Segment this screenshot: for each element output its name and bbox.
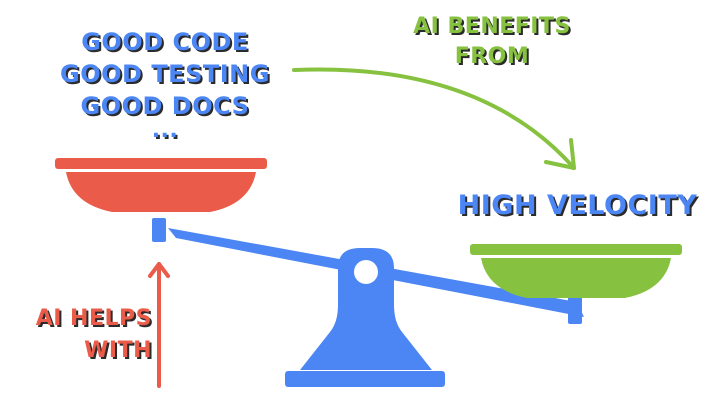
good-docs-text: GOOD DOCS <box>80 92 250 120</box>
ellipsis-text: ... <box>151 118 179 143</box>
right-pan-bowl <box>481 258 671 298</box>
scale-pivot <box>354 260 378 284</box>
left-pan-bowl <box>66 172 256 212</box>
good-code-text: GOOD CODE <box>81 28 249 56</box>
scale-pedestal <box>300 248 432 370</box>
curved-arrow-icon <box>292 67 576 170</box>
right-pan-rim <box>470 244 682 255</box>
ai-helps-line1: AI HELPS <box>35 306 152 331</box>
ai-helps-line2: WITH <box>84 338 152 363</box>
good-testing-text: GOOD TESTING <box>60 60 270 88</box>
ai-benefits-line1: AI BENEFITS <box>413 14 571 39</box>
right-hanger <box>568 296 582 324</box>
curved-arrow-head <box>544 138 576 170</box>
ai-benefits-label: AI BENEFITS FROM <box>392 12 592 72</box>
good-practices-label: GOOD CODE GOOD TESTING GOOD DOCS ... <box>30 26 300 143</box>
high-velocity-label: HIGH VELOCITY <box>457 190 698 221</box>
ai-benefits-line2: FROM <box>454 44 530 69</box>
left-pan-rim <box>55 158 267 169</box>
ai-helps-label: AI HELPS WITH <box>22 303 152 367</box>
scale-base <box>285 371 445 387</box>
left-hanger <box>152 218 166 242</box>
arrow-up-head <box>148 262 170 278</box>
